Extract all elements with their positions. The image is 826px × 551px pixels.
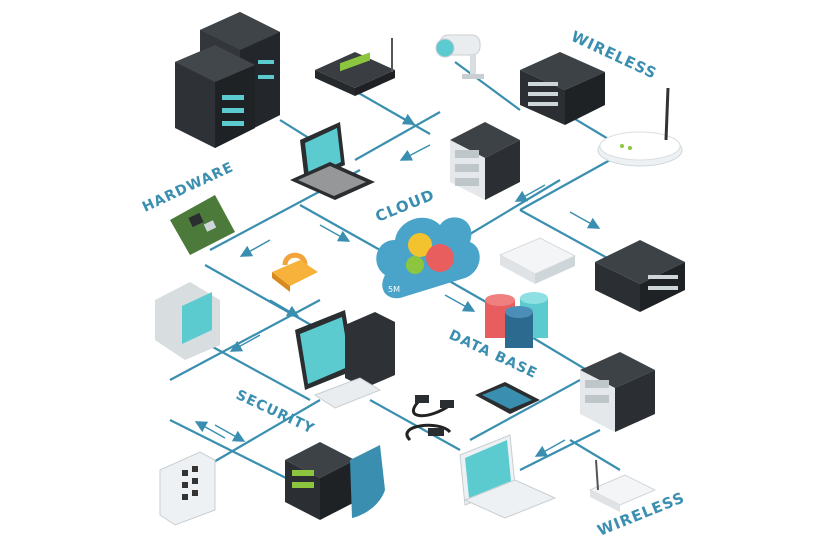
server-cabinet-icon <box>580 352 655 432</box>
desktop-computer-icon <box>295 310 395 409</box>
arrow <box>269 299 300 318</box>
smartphone-icon <box>475 382 540 414</box>
link-security-left <box>169 419 291 481</box>
link-phone-rack <box>469 379 581 441</box>
link-main-cloud <box>299 204 381 251</box>
storage-rack-icon <box>595 240 685 312</box>
wifi-router-icon <box>597 87 683 167</box>
router-icon <box>315 38 395 96</box>
label-cloud-badge: 5M <box>388 285 400 294</box>
arrow <box>319 224 351 242</box>
link-cloud-switch <box>519 209 621 266</box>
arrow <box>534 439 566 457</box>
arrow <box>194 421 226 439</box>
link-server-cloud <box>459 179 561 241</box>
arrow <box>399 144 431 161</box>
usb-cable-icon <box>405 395 454 442</box>
label-hardware: HARDWARE <box>140 159 236 215</box>
link-router-cloud <box>519 159 611 211</box>
keypad-icon <box>159 451 216 526</box>
server-rack-icon <box>450 122 520 200</box>
arrow <box>229 334 261 352</box>
arrow <box>444 294 476 312</box>
arrow <box>514 184 546 202</box>
padlock-icon <box>272 252 318 292</box>
link-camera-server <box>454 61 521 111</box>
circuit-board-icon <box>170 195 235 255</box>
link-monitor-hub <box>199 339 311 401</box>
database-icon <box>485 292 548 348</box>
flow-arrows <box>194 107 601 457</box>
shield-icon <box>350 445 385 518</box>
arrow <box>239 239 271 257</box>
wireless-router-bottom-icon <box>588 459 657 512</box>
link-security-right <box>199 399 321 471</box>
link-desktop-phone <box>369 399 461 451</box>
arrow <box>569 211 601 229</box>
laptop-icon <box>290 122 375 200</box>
link-laptop-wireless <box>519 429 601 471</box>
crt-monitor-icon <box>155 282 220 360</box>
link-wireless-low <box>569 439 621 471</box>
server-tower-icon <box>175 12 280 148</box>
cloud-icon <box>376 217 480 299</box>
arrow <box>384 107 416 125</box>
rack-unit-icon <box>520 52 605 125</box>
label-security: SECURITY <box>233 387 317 437</box>
link-laptop-server <box>354 111 441 161</box>
security-camera-icon <box>435 34 484 79</box>
link-hardware-hub <box>204 264 321 331</box>
switch-box-icon <box>498 237 577 284</box>
laptop-bottom-icon <box>459 434 557 519</box>
secure-server-icon <box>285 442 355 520</box>
arrow <box>214 424 246 442</box>
